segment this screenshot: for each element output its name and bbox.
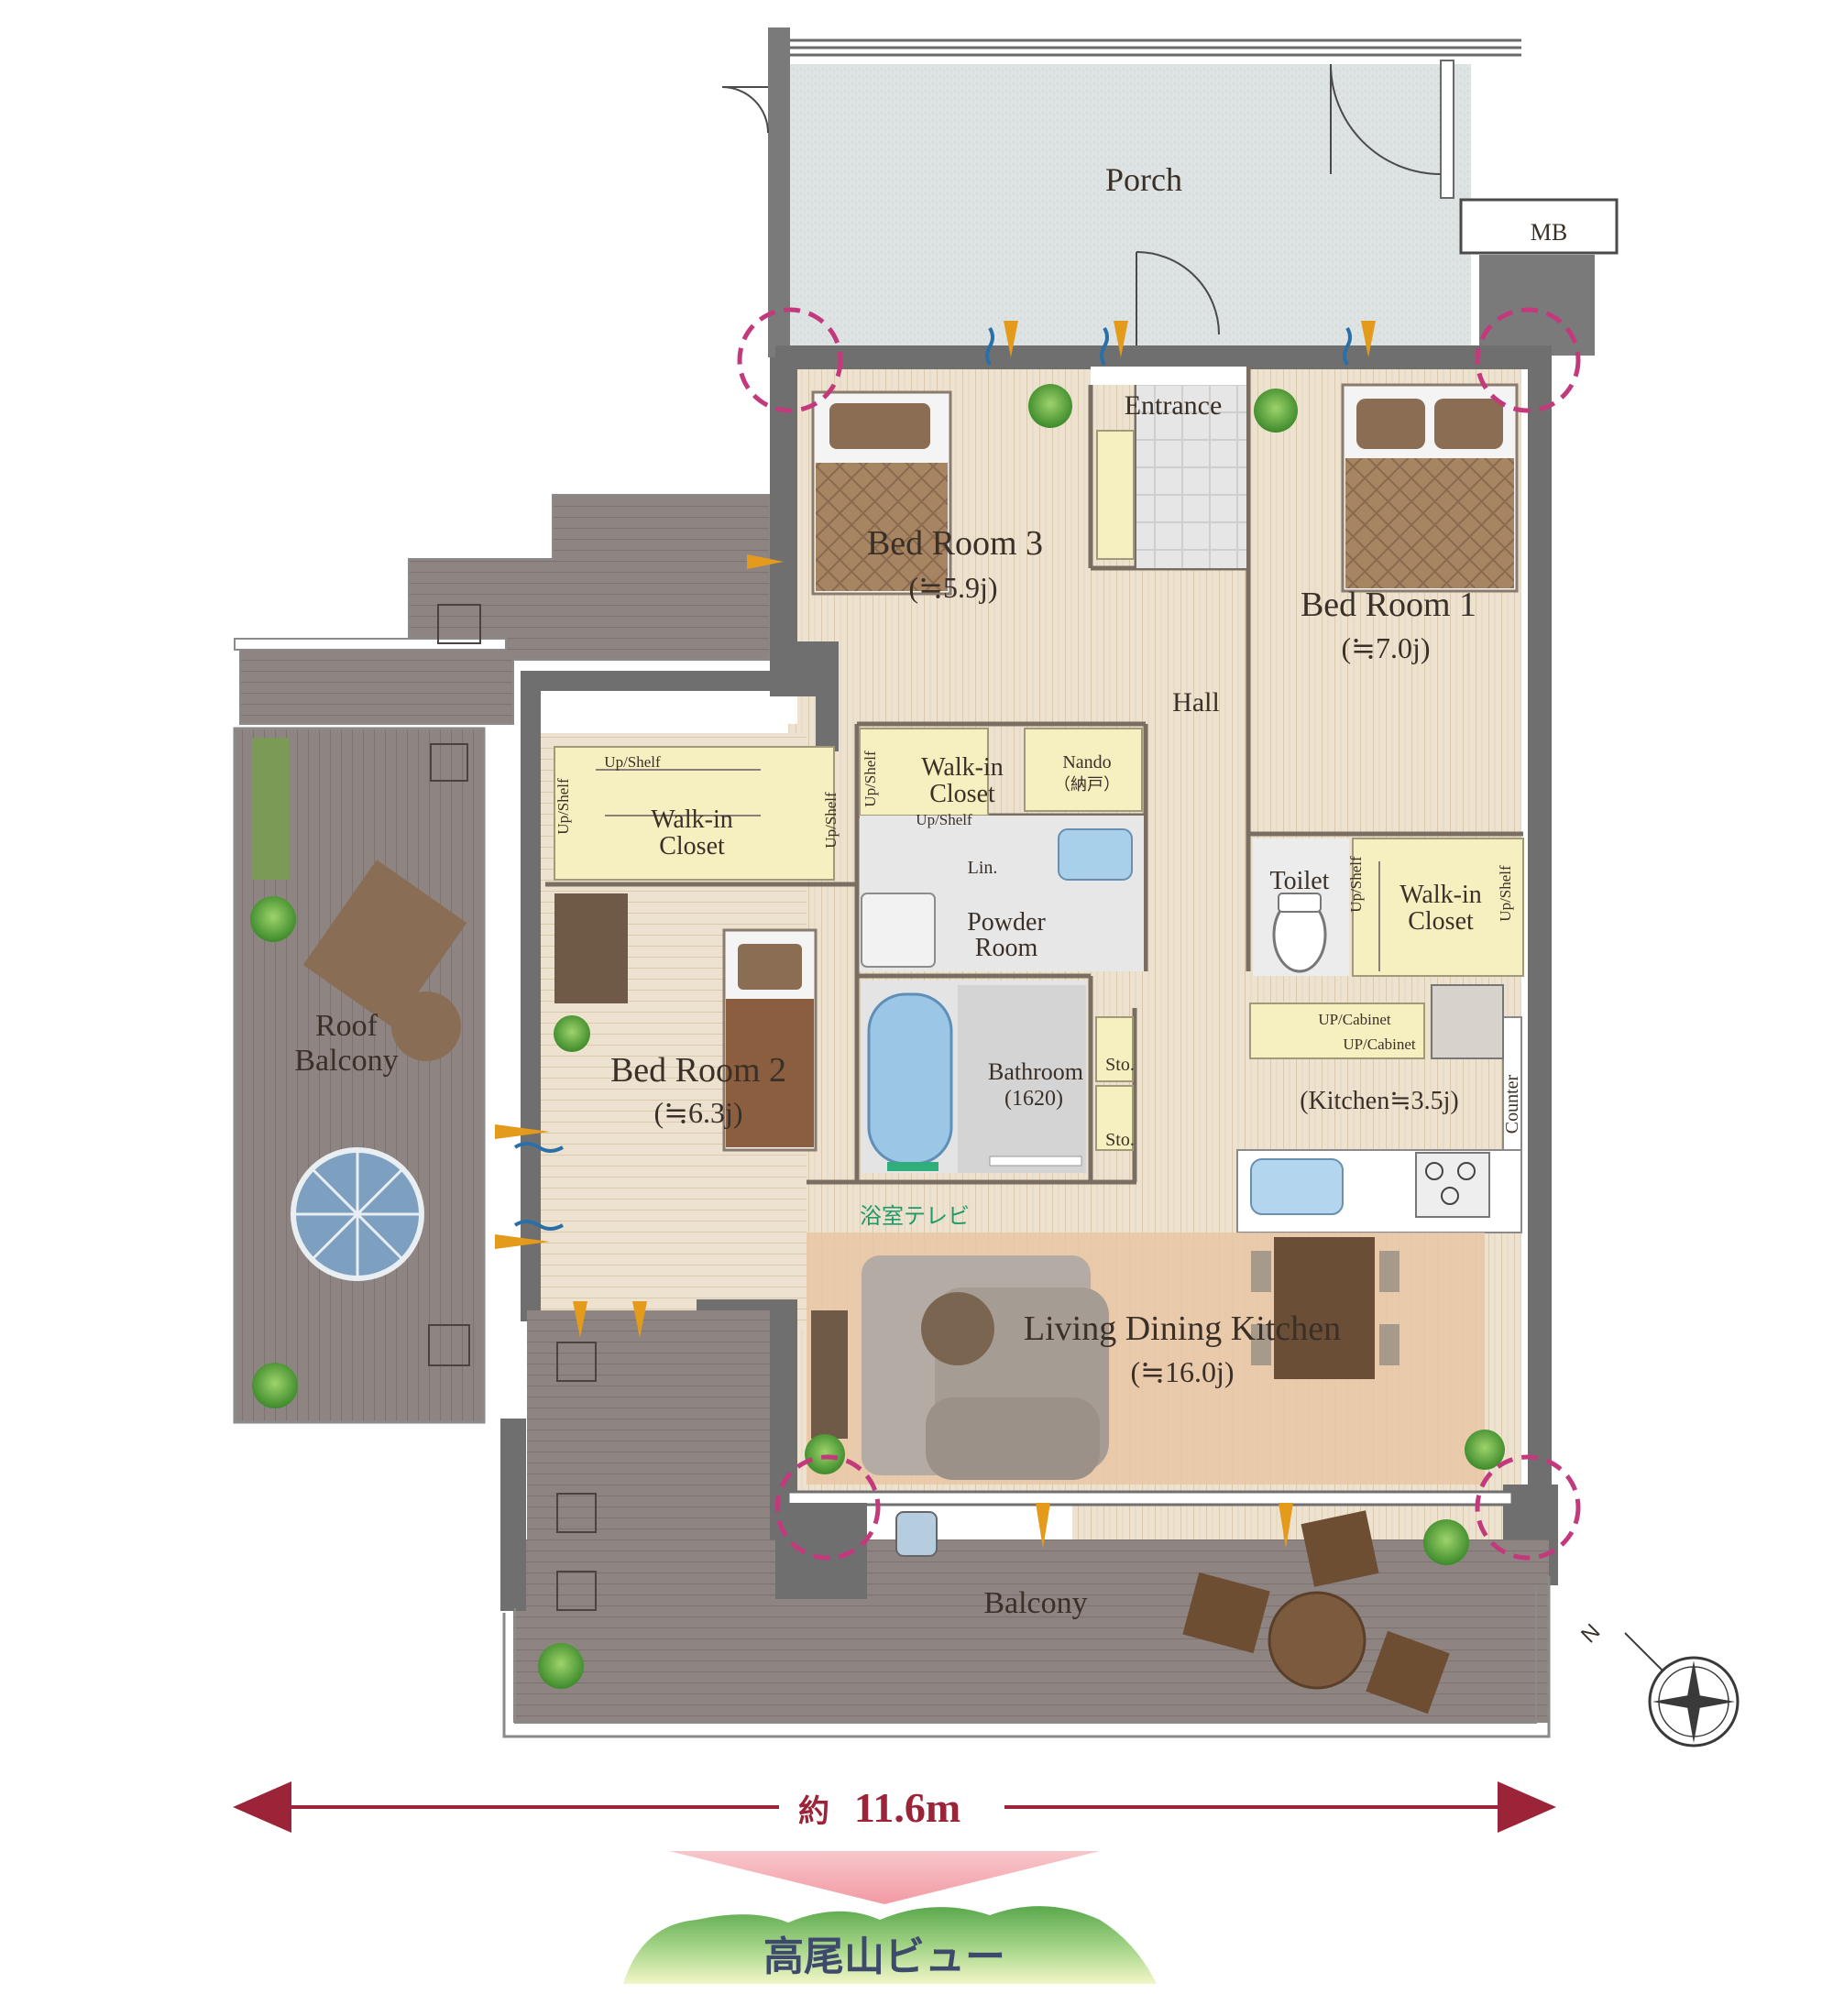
powder-room-line1: Powder xyxy=(967,908,1046,937)
plants xyxy=(250,384,1505,1689)
bed-room-3-label: Bed Room 3 xyxy=(867,524,1043,563)
walk-in-closet-right-line2: Closet xyxy=(1408,907,1474,936)
roof-balcony-line1: Roof xyxy=(315,1009,379,1043)
nando-sublabel: （納戸） xyxy=(1054,775,1120,794)
roof-balcony-furniture xyxy=(291,860,467,1281)
walk-in-closet-center-line2: Closet xyxy=(929,780,995,808)
bed-room-1-area: (≒7.0j) xyxy=(1341,631,1430,664)
ldk-area: (≒16.0j) xyxy=(1130,1355,1234,1388)
view-label: 高尾山ビュー xyxy=(763,1934,1005,1980)
roof-balcony-line2: Balcony xyxy=(294,1044,398,1078)
bathroom-label: Bathroom xyxy=(988,1058,1083,1085)
mb-label: MB xyxy=(1531,219,1567,246)
up-shelf-label: Up/Shelf xyxy=(822,792,840,849)
bed-2-furniture xyxy=(554,893,818,1152)
compass-north-label: N xyxy=(1576,1619,1605,1648)
walk-in-closet-right-line1: Walk-in xyxy=(1399,881,1482,909)
dimension-value: 11.6m xyxy=(854,1784,960,1831)
compass-rose xyxy=(1624,1632,1740,1748)
balcony-area xyxy=(500,1310,1551,1738)
toilet-label: Toilet xyxy=(1270,867,1330,895)
ldk-furniture xyxy=(807,1233,1485,1485)
toilet-fixture xyxy=(1253,838,1349,976)
nando-label: Nando xyxy=(1062,752,1111,772)
entrance-label: Entrance xyxy=(1125,390,1223,421)
balcony-label: Balcony xyxy=(983,1586,1087,1620)
up-cabinet-label-1: UP/Cabinet xyxy=(1318,1011,1391,1028)
porch-label: Porch xyxy=(1105,161,1182,198)
dimension-prefix: 約 xyxy=(798,1794,829,1829)
entrance-tiles xyxy=(1136,385,1246,568)
hall-label: Hall xyxy=(1172,687,1220,718)
window-markers xyxy=(495,321,1376,1549)
storage-label-2: Sto. xyxy=(1105,1130,1135,1150)
wet-area xyxy=(860,816,1144,1173)
up-shelf-label: Up/Shelf xyxy=(1347,856,1365,913)
ldk-label: Living Dining Kitchen xyxy=(1024,1309,1341,1348)
walk-in-closet-left-line2: Closet xyxy=(659,832,725,860)
up-cabinet-label-2: UP/Cabinet xyxy=(1343,1035,1416,1053)
porch-area xyxy=(721,27,1619,357)
bed-room-2-area: (≒6.3j) xyxy=(653,1096,742,1129)
up-shelf-label: Up/Shelf xyxy=(604,753,661,771)
bed-room-1-label: Bed Room 1 xyxy=(1301,586,1476,624)
bathroom-size: (1620) xyxy=(1004,1087,1063,1111)
kitchen-label: (Kitchen≒3.5j) xyxy=(1300,1087,1459,1115)
closets xyxy=(554,430,1524,1151)
up-shelf-label: Up/Shelf xyxy=(916,811,972,828)
up-shelf-label: Up/Shelf xyxy=(554,778,572,835)
powder-room-line2: Room xyxy=(975,934,1038,962)
walk-in-closet-center-line1: Walk-in xyxy=(921,753,1004,782)
storage-label-1: Sto. xyxy=(1105,1055,1135,1075)
counter-label: Counter xyxy=(1502,1074,1522,1134)
view-graphic xyxy=(623,1851,1157,1984)
up-shelf-label: Up/Shelf xyxy=(1497,865,1514,922)
entrance-frame xyxy=(1091,367,1246,385)
bed-room-3-area: (≒5.9j) xyxy=(908,571,997,604)
bath-tv-label: 浴室テレビ xyxy=(860,1203,970,1229)
walk-in-closet-left-line1: Walk-in xyxy=(651,805,733,834)
pillar-markers xyxy=(737,307,1581,1561)
bed-1-furniture xyxy=(1341,383,1519,593)
kitchen-counter xyxy=(1236,984,1522,1233)
linen-label: Lin. xyxy=(968,858,998,878)
bed-3-furniture xyxy=(811,390,952,596)
bed-room-2-label: Bed Room 2 xyxy=(610,1051,786,1090)
up-shelf-label: Up/Shelf xyxy=(862,751,879,807)
